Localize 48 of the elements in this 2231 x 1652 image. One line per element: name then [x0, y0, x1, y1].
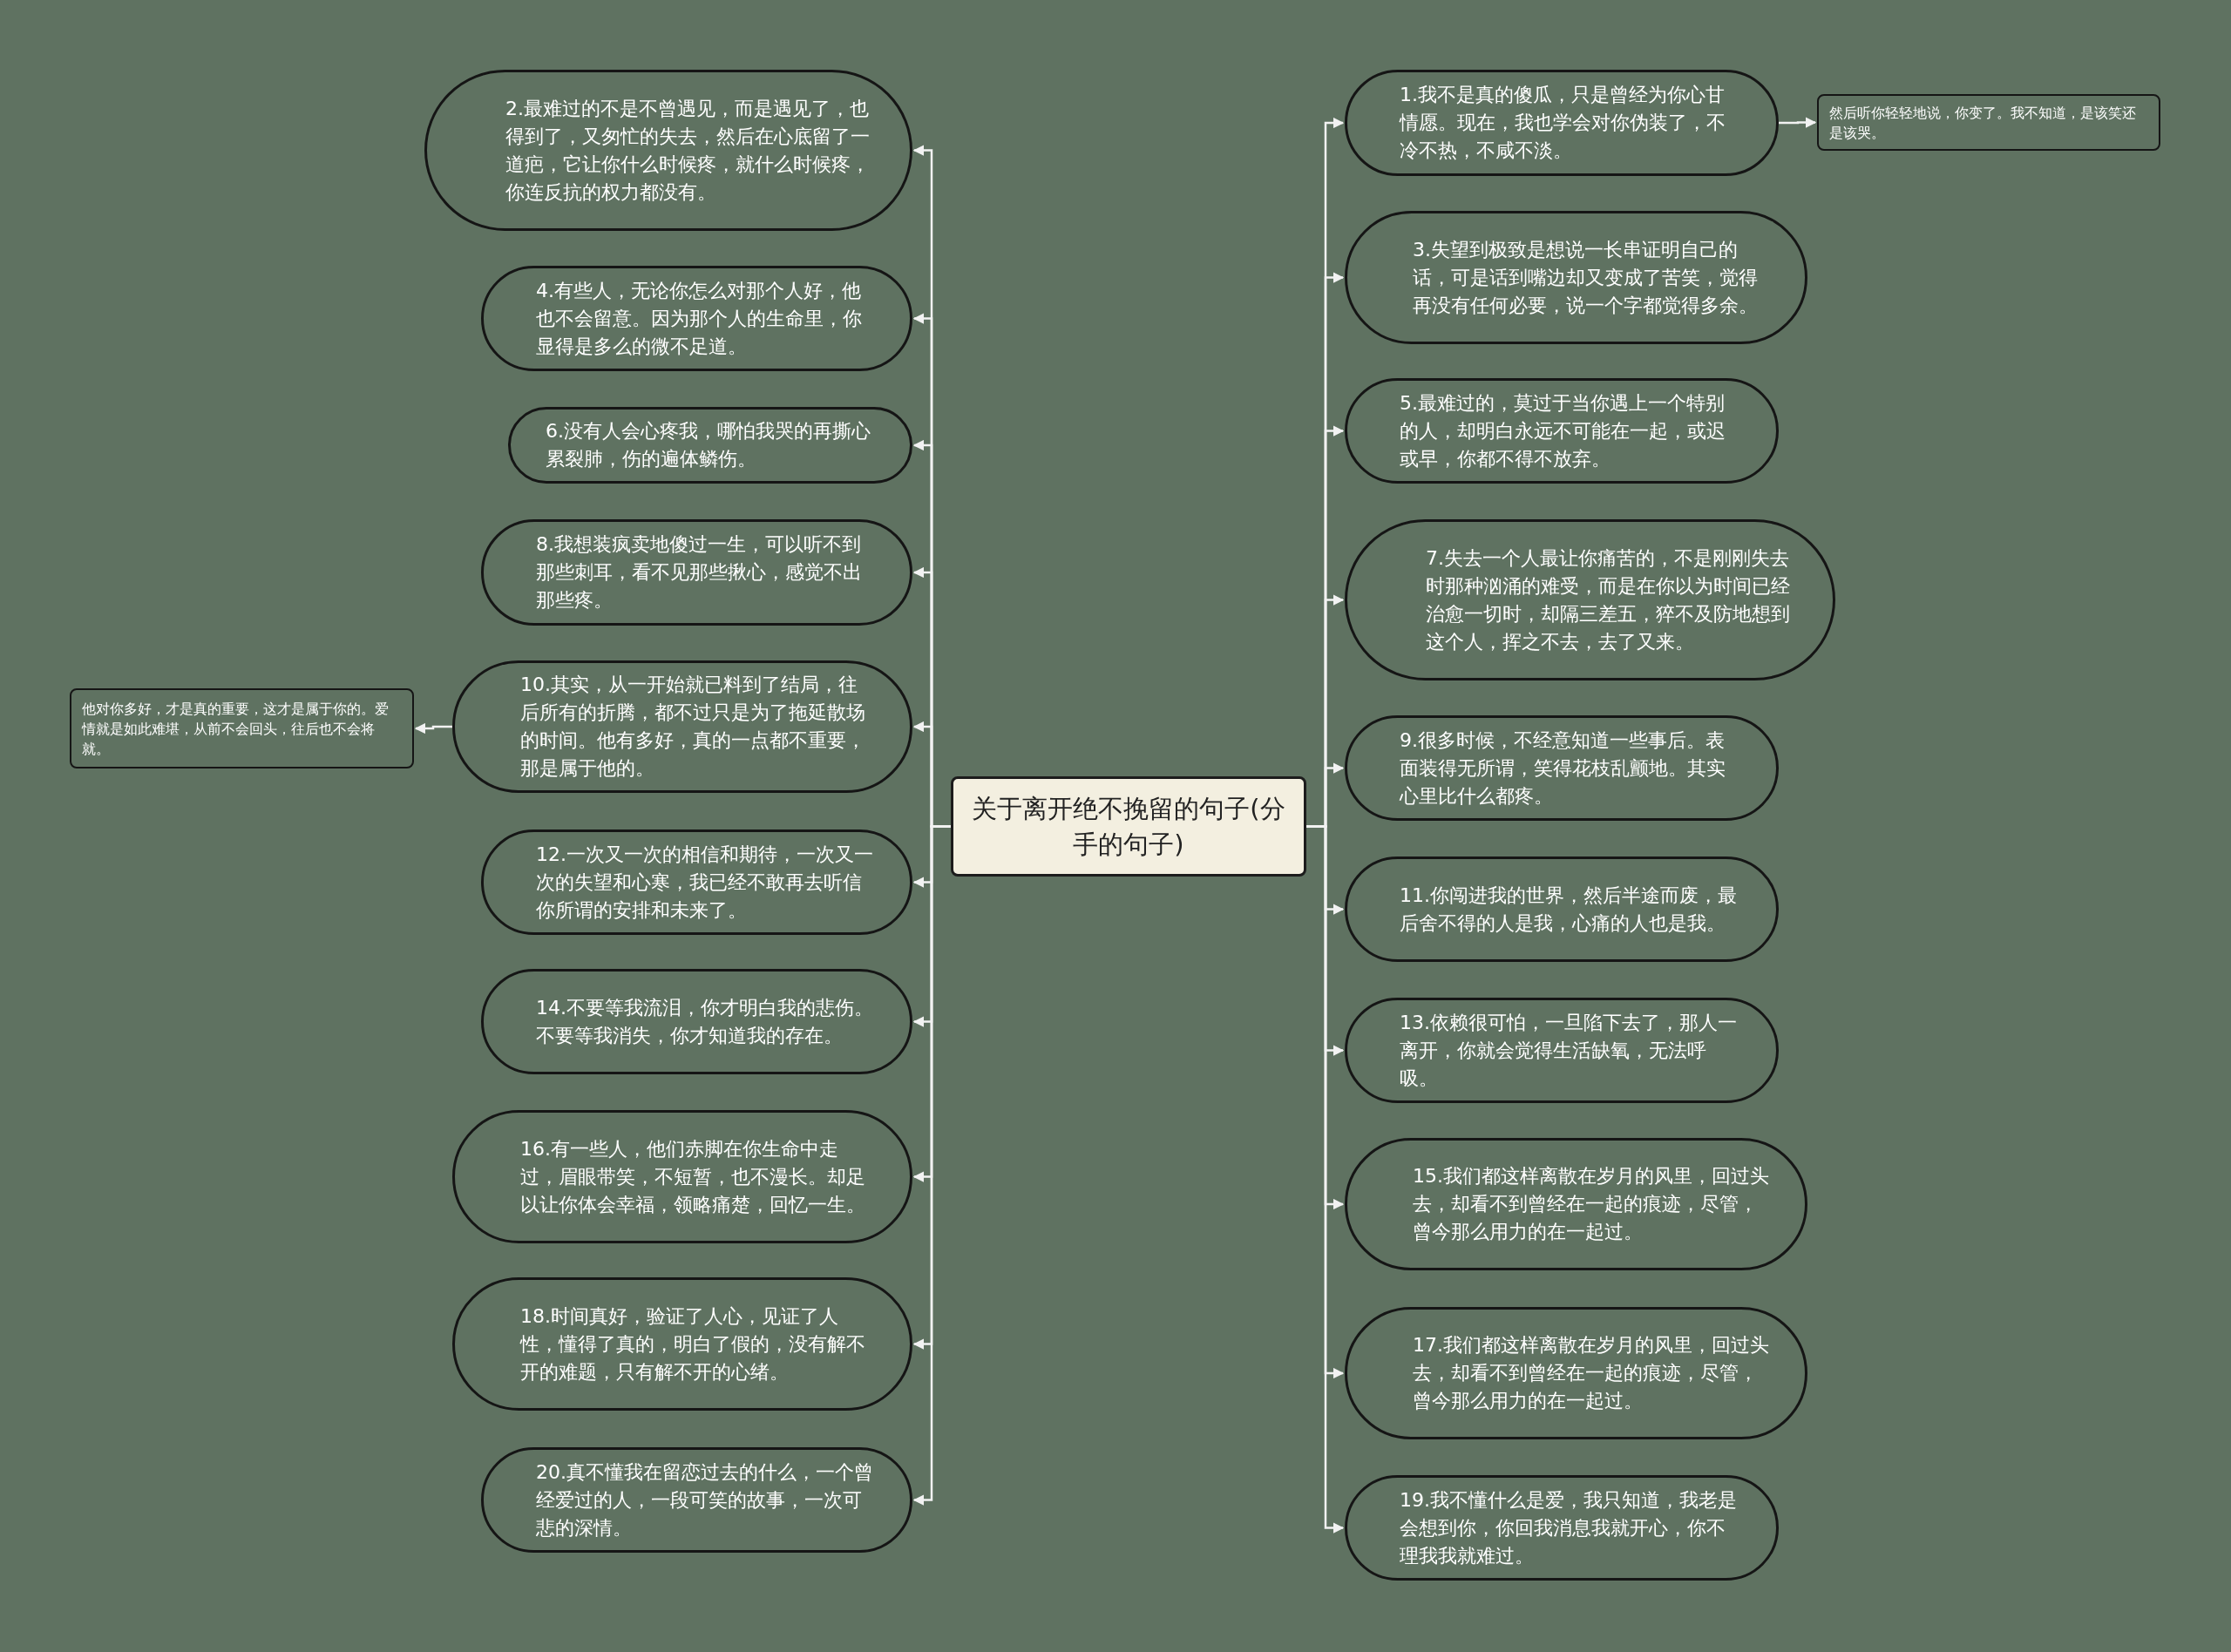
node-text: 3.失望到极致是想说一长串证明自己的话，可是话到嘴边却又变成了苦笑，觉得再没有任何必要，说一个字都觉得多余。 — [1413, 237, 1759, 318]
connector-arrow — [414, 722, 452, 735]
quote-pill — [1345, 715, 1779, 821]
node-text: 5.最难过的，莫过于当你遇上一个特别的人，却明白永远不可能在一起，或迟或早，你都不得不放弃。 — [1400, 390, 1726, 471]
node-text: 9.很多时候，不经意知道一些事后。表面装得无所谓，笑得花枝乱颤地。其实心里比什么都疼。 — [1400, 728, 1726, 809]
quote-pill — [1345, 1138, 1807, 1270]
node-text: 12.一次又一次的相信和期待，一次又一次的失望和心寒，我已经不敢再去听信你所谓的安排和未来了。 — [536, 842, 874, 923]
connector-arrow — [1779, 117, 1817, 128]
node-text: 1.我不是真的傻瓜，只是曾经为你心甘情愿。现在，我也学会对你伪装了，不冷不热，不咸不淡。 — [1400, 83, 1726, 163]
quote-pill — [481, 969, 912, 1074]
quote-pill — [481, 519, 912, 626]
quote-pill — [452, 1277, 912, 1411]
quote-pill — [481, 266, 912, 371]
node-text: 17.我们都这样离散在岁月的风里，回过头去，却看不到曾经在一起的痕迹，尽管，曾今那么用力的在一起过。 — [1413, 1333, 1770, 1413]
node-text: 8.我想装疯卖地傻过一生，可以听不到那些刺耳，看不见那些揪心，感觉不出那些疼。 — [536, 532, 863, 613]
quote-pill — [452, 660, 912, 793]
quote-pill — [1345, 70, 1779, 176]
node-text: 4.有些人，无论你怎么对那个人好，他也不会留意。因为那个人的生命里，你显得是多么的微不足道。 — [536, 278, 863, 359]
node-text: 然后听你轻轻地说，你变了。我不知道，是该笑还是该哭。 — [1829, 103, 2137, 143]
node-text: 10.其实，从一开始就已料到了结局，往后所有的折腾，都不过只是为了拖延散场的时间。他有多好，真的一点都不重要，那是属于他的。 — [520, 673, 866, 781]
quote-pill — [481, 1447, 912, 1553]
quote-pill — [424, 70, 912, 231]
quote-pill — [1345, 1307, 1807, 1439]
node-text: 18.时间真好，验证了人心，见证了人性，懂得了真的，明白了假的，没有解不开的难题，只有解不开的心绪。 — [520, 1303, 866, 1385]
node-text: 他对你多好，才是真的重要，这才是属于你的。爱情就是如此难堪，从前不会回头，往后也不会将就。 — [82, 699, 390, 759]
quote-pill — [452, 1110, 912, 1243]
quote-pill — [481, 829, 912, 935]
node-text: 19.我不懂什么是爱，我只知道，我老是会想到你，你回我消息我就开心，你不理我我就难过。 — [1400, 1487, 1738, 1568]
node-text: 关于离开绝不挽留的句子(分手的句子) — [971, 792, 1286, 861]
node-text: 6.没有人会心疼我，哪怕我哭的再撕心累裂肺，伤的遍体鳞伤。 — [546, 419, 871, 471]
node-text: 16.有一些人，他们赤脚在你生命中走过，眉眼带笑，不短暂，也不漫长。却足以让你体会幸福，领略痛楚，回忆一生。 — [520, 1136, 866, 1217]
note-box — [70, 688, 414, 768]
quote-pill — [1345, 1475, 1779, 1581]
quote-pill — [1345, 519, 1835, 680]
node-text: 20.真不懂我在留恋过去的什么，一个曾经爱过的人，一段可笑的故事，一次可悲的深情。 — [536, 1459, 874, 1540]
note-box — [1817, 94, 2160, 151]
quote-pill — [1345, 211, 1807, 344]
node-text: 2.最难过的不是不曾遇见，而是遇见了，也得到了，又匆忙的失去，然后在心底留了一道疤，它让你什么时候疼，就什么时候疼，你连反抗的权力都没有。 — [505, 96, 871, 205]
central-topic-box — [951, 776, 1306, 877]
node-text: 14.不要等我流泪，你才明白我的悲伤。不要等我消失，你才知道我的存在。 — [536, 995, 874, 1048]
quote-pill — [1345, 856, 1779, 962]
node-text: 7.失去一个人最让你痛苦的，不是刚刚失去时那种汹涌的难受，而是在你以为时间已经治愈一切时，却隔三差五，猝不及防地想到这个人，挥之不去，去了又来。 — [1426, 545, 1791, 654]
node-text: 11.你闯进我的世界，然后半途而废，最后舍不得的人是我，心痛的人也是我。 — [1400, 883, 1738, 936]
node-text: 13.依赖很可怕，一旦陷下去了，那人一离开，你就会觉得生活缺氧，无法呼吸。 — [1400, 1010, 1738, 1091]
quote-pill — [508, 407, 912, 484]
node-text: 15.我们都这样离散在岁月的风里，回过头去，却看不到曾经在一起的痕迹，尽管，曾今那么用力的在一起过。 — [1413, 1164, 1770, 1244]
quote-pill — [1345, 998, 1779, 1103]
quote-pill — [1345, 378, 1779, 484]
